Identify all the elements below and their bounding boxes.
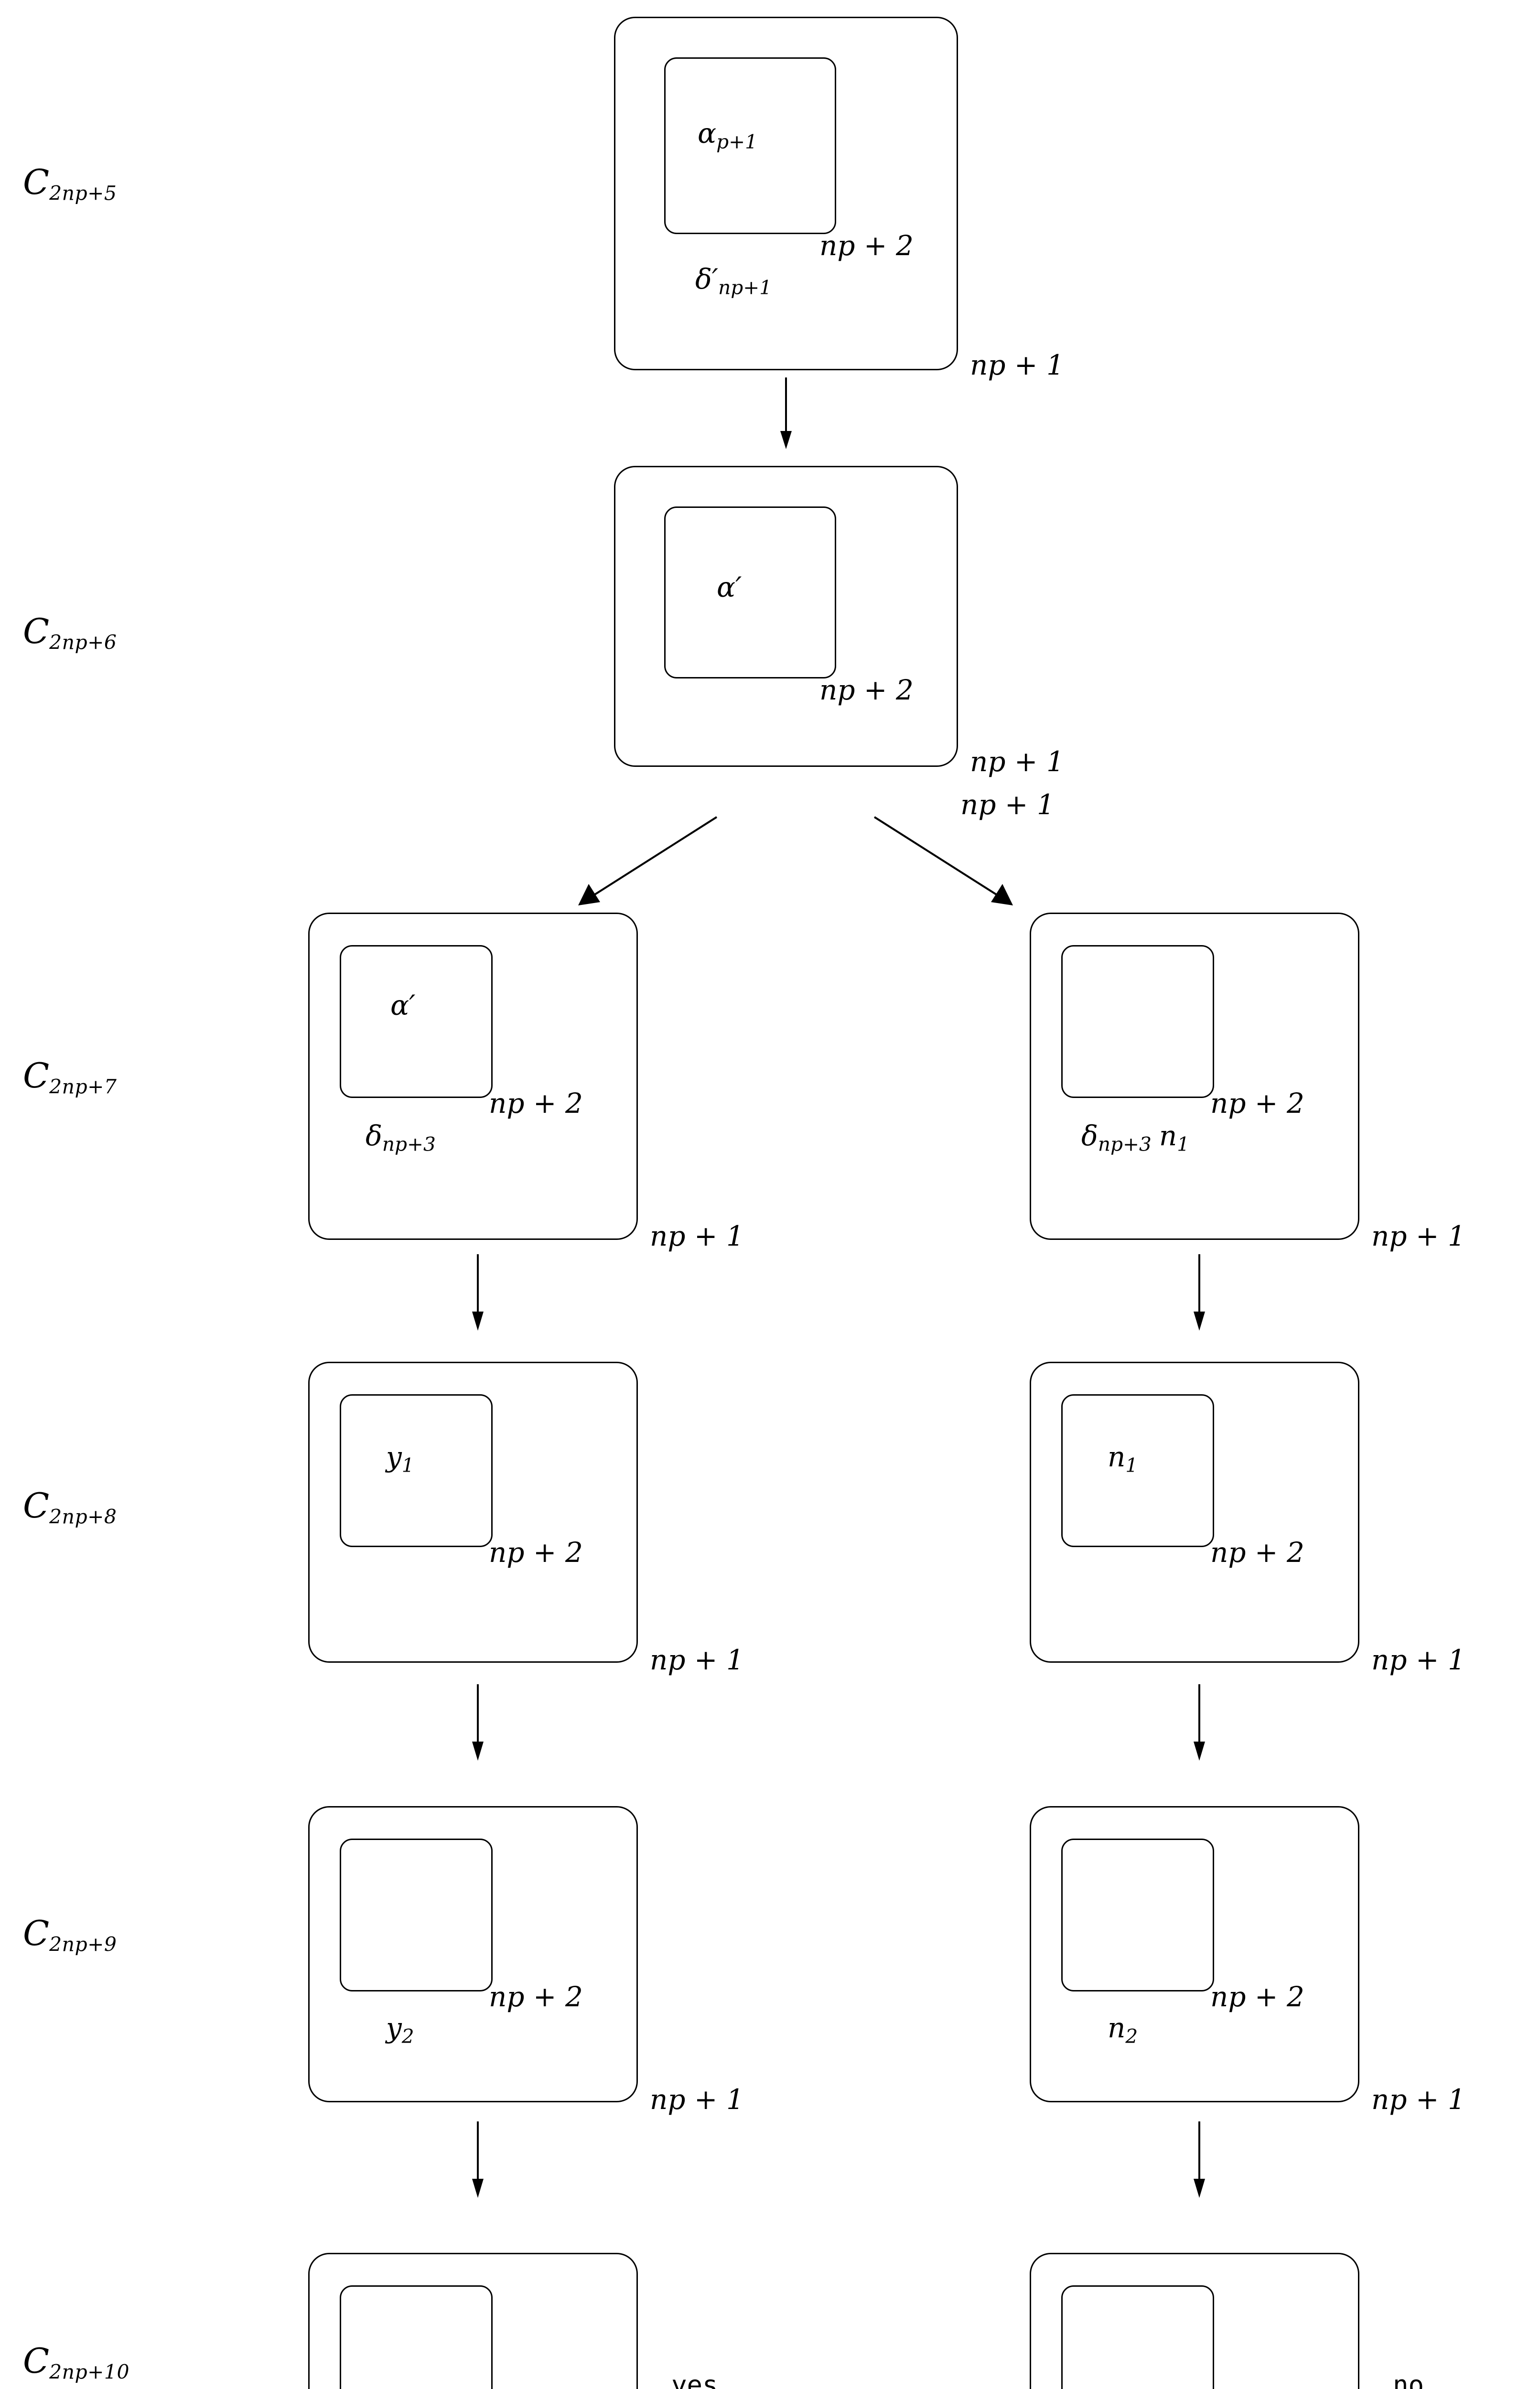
delta-prime-subscript: np+1 bbox=[718, 276, 772, 299]
outer-membrane-label: np + 1 bbox=[1371, 1220, 1465, 1252]
row-label-c2np6-sub: 2np+6 bbox=[49, 631, 117, 654]
inner-object-alpha-prime: α′ bbox=[390, 989, 416, 1022]
node-c2np8-right: n1 np + 2 np + 1 bbox=[1030, 1362, 1465, 1674]
outer-membrane-label: np + 1 bbox=[970, 745, 1064, 778]
inner-membrane bbox=[340, 945, 493, 1098]
node-c2np7-right: δnp+3 n1 np + 2 np + 1 bbox=[1030, 913, 1465, 1250]
row-label-c2np8-base: C bbox=[23, 1485, 50, 1526]
alpha-subscript: p+1 bbox=[716, 130, 757, 153]
inner-membrane bbox=[1061, 1394, 1214, 1547]
edge-arrow-c2np8-to-c2np9-right bbox=[1194, 1684, 1205, 1761]
delta-base: δ bbox=[1081, 1119, 1098, 1152]
outer-object-delta: δnp+3 bbox=[366, 1122, 436, 1154]
delta-subscript: np+3 bbox=[1098, 1132, 1152, 1156]
inner-membrane-label: np + 2 bbox=[1210, 1087, 1304, 1119]
n-base: n bbox=[1108, 2012, 1126, 2044]
delta-prime-base: δ′ bbox=[695, 263, 719, 295]
inner-object-alpha-p1: αp+1 bbox=[698, 119, 757, 151]
row-label-c2np5-sub: 2np+5 bbox=[49, 182, 117, 205]
outer-membrane-label: np + 1 bbox=[1371, 1644, 1465, 1676]
row-label-c2np8-sub: 2np+8 bbox=[49, 1505, 117, 1528]
node-c2np10-left: np + 2 np + 1 yes bbox=[308, 2253, 718, 2389]
edge-arrow-c2np7-to-c2np8-right bbox=[1194, 1254, 1205, 1331]
edge-arrow-c2np6-to-c2np7-left bbox=[578, 816, 718, 905]
edge-label-np-plus-1: np + 1 bbox=[960, 788, 1055, 821]
row-label-c2np6-base: C bbox=[23, 611, 50, 651]
row-label-c2np9-base: C bbox=[23, 1913, 50, 1953]
row-label-c2np5: C2np+5 bbox=[23, 165, 117, 203]
row-label-c2np10-sub: 2np+10 bbox=[49, 2360, 129, 2384]
row-label-c2np7: C2np+7 bbox=[23, 1058, 117, 1097]
inner-membrane bbox=[1061, 945, 1214, 1098]
outer-membrane-label: np + 1 bbox=[970, 349, 1064, 381]
inner-membrane-label: np + 2 bbox=[819, 674, 914, 706]
y-base: y bbox=[386, 1441, 402, 1473]
node-c2np9-left: y2 np + 2 np + 1 bbox=[308, 1806, 744, 2113]
inner-object-n1: n1 bbox=[1108, 1443, 1138, 1475]
delta-subscript: np+3 bbox=[382, 1132, 436, 1156]
n-subscript: 1 bbox=[1177, 1132, 1190, 1156]
inner-membrane bbox=[340, 1394, 493, 1547]
row-label-c2np9: C2np+9 bbox=[23, 1916, 117, 1954]
outer-object-y2: y2 bbox=[386, 2014, 414, 2046]
inner-membrane-label: np + 2 bbox=[819, 229, 914, 262]
inner-membrane bbox=[1061, 2285, 1214, 2389]
inner-object-y1: y1 bbox=[386, 1443, 414, 1475]
n-subscript: 1 bbox=[1125, 1453, 1138, 1477]
inner-membrane-label: np + 2 bbox=[489, 1087, 583, 1119]
inner-membrane-label: np + 2 bbox=[1210, 1536, 1304, 1569]
node-c2np9-right: n2 np + 2 np + 1 bbox=[1030, 1806, 1465, 2113]
inner-membrane-label: np + 2 bbox=[489, 1536, 583, 1569]
outer-membrane-label: np + 1 bbox=[650, 1220, 744, 1252]
node-c2np7-left: α′ δnp+3 np + 2 np + 1 bbox=[308, 913, 744, 1250]
n-subscript: 2 bbox=[1125, 2024, 1138, 2048]
row-label-c2np9-sub: 2np+9 bbox=[49, 1933, 117, 1956]
outer-object-delta-n1: δnp+3 n1 bbox=[1081, 1122, 1189, 1154]
row-label-c2np5-base: C bbox=[23, 162, 50, 202]
row-label-c2np7-sub: 2np+7 bbox=[49, 1075, 117, 1098]
y-subscript: 2 bbox=[401, 2024, 414, 2048]
n-base: n bbox=[1108, 1441, 1126, 1473]
row-label-c2np7-base: C bbox=[23, 1055, 50, 1096]
node-c2np6-center: α′ np + 2 np + 1 bbox=[614, 466, 1064, 775]
row-label-c2np6: C2np+6 bbox=[23, 614, 117, 652]
outer-membrane-label: np + 1 bbox=[650, 2083, 744, 2116]
edge-arrow-c2np9-to-c2np10-right bbox=[1194, 2121, 1205, 2198]
outer-membrane-label: np + 1 bbox=[650, 1644, 744, 1676]
outer-object-delta-prime: δ′np+1 bbox=[695, 265, 772, 297]
row-label-c2np10-base: C bbox=[23, 2341, 50, 2381]
outer-object-n2: n2 bbox=[1108, 2014, 1138, 2046]
result-label-yes: yes bbox=[671, 2370, 718, 2389]
edge-arrow-c2np8-to-c2np9-left bbox=[472, 1684, 484, 1761]
edge-arrow-c2np5-to-c2np6 bbox=[780, 377, 792, 449]
edge-arrow-c2np7-to-c2np8-left bbox=[472, 1254, 484, 1331]
y-base: y bbox=[386, 2012, 402, 2044]
edge-arrow-c2np9-to-c2np10-left bbox=[472, 2121, 484, 2198]
inner-membrane-label: np + 2 bbox=[1210, 1980, 1304, 2013]
inner-object-alpha-prime: α′ bbox=[717, 571, 742, 603]
node-c2np5-center: αp+1 δ′np+1 np + 2 np + 1 bbox=[614, 17, 1064, 379]
row-label-c2np10: C2np+10 bbox=[23, 2344, 129, 2382]
delta-base: δ bbox=[366, 1119, 382, 1152]
n-base: n bbox=[1159, 1119, 1177, 1152]
edge-arrow-c2np6-to-c2np7-right bbox=[873, 816, 1013, 905]
inner-membrane-label: np + 2 bbox=[489, 1980, 583, 2013]
outer-membrane-label: np + 1 bbox=[1371, 2083, 1465, 2116]
inner-membrane bbox=[664, 506, 836, 678]
inner-membrane bbox=[664, 57, 836, 234]
inner-membrane bbox=[1061, 1839, 1214, 1991]
inner-membrane bbox=[340, 2285, 493, 2389]
node-c2np10-right: np + 2 np + 1 no bbox=[1030, 2253, 1424, 2389]
node-c2np8-left: y1 np + 2 np + 1 bbox=[308, 1362, 744, 1674]
y-subscript: 1 bbox=[401, 1453, 414, 1477]
result-label-no: no bbox=[1393, 2370, 1424, 2389]
inner-membrane bbox=[340, 1839, 493, 1991]
alpha-base: α bbox=[698, 117, 717, 150]
row-label-c2np8: C2np+8 bbox=[23, 1488, 117, 1527]
